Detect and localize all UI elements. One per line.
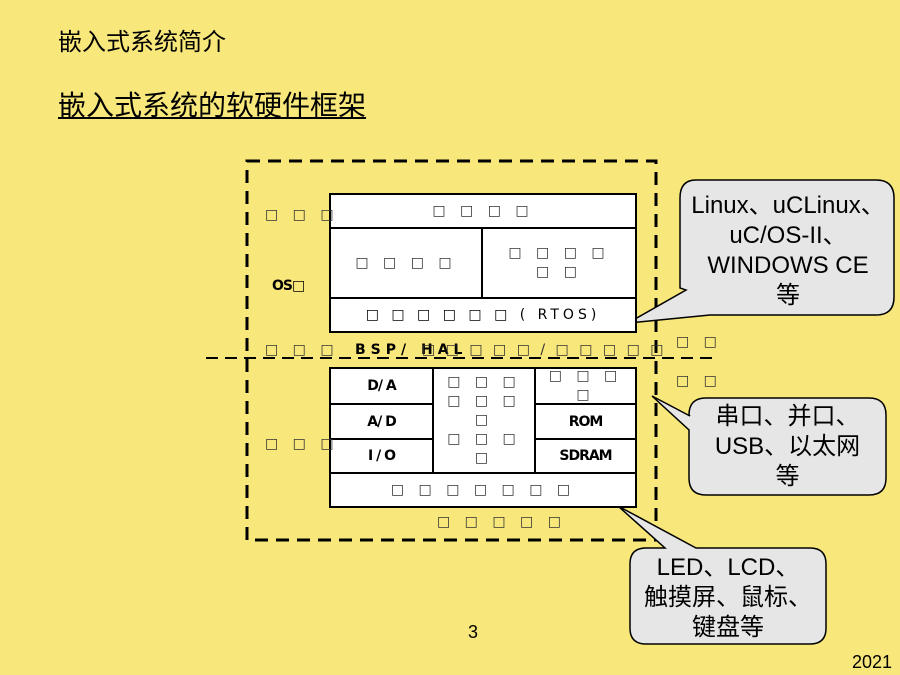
hw-right-top-label: □ □ □ □	[548, 368, 623, 403]
callout-peripherals-text: LED、LCD、 触摸屏、鼠标、 键盘等	[630, 553, 826, 643]
hw-ad-box: A/ D	[329, 403, 434, 440]
sw-rtos-box: □ □ □ □ □ □ ( RTOS)	[329, 297, 637, 333]
sw-mid-right-label-1: □ □ □ □	[508, 245, 610, 262]
sw-mid-left-label: □ □ □ □	[355, 254, 457, 271]
page-number: 3	[468, 622, 479, 642]
sw-mid-right-box: □ □ □ □ □ □	[481, 227, 637, 299]
software-side-label: □ □ □	[265, 207, 339, 223]
sw-rtos-label: □ □ □ □ □ □ ( RTOS)	[365, 307, 601, 323]
bottom-label: □ □ □ □ □	[437, 514, 566, 530]
hw-ad-label: A/ D	[367, 413, 396, 430]
hw-da-label: D/ A	[367, 378, 396, 394]
hw-sdram-box: SDRAM	[534, 438, 637, 474]
hw-center-label-2: □ □ □ □	[447, 393, 521, 429]
callout-interfaces-text: 串口、并口、 USB、以太网 等	[689, 402, 886, 492]
right-upper-label: □ □	[676, 334, 722, 350]
os-label: OS□	[272, 278, 305, 294]
callout-peripherals-line: 键盘等	[692, 614, 764, 641]
hw-center-label-3: □ □ □ □	[447, 430, 521, 466]
hw-io-box: I / O	[329, 438, 434, 474]
callout-interfaces-line: 等	[775, 463, 800, 490]
middle-bsp-label: BSP/ HAL	[355, 342, 468, 358]
callout-os-line: 等	[776, 282, 800, 309]
main-title: 嵌入式系统的软硬件框架	[58, 89, 367, 122]
year-label: 2021	[852, 652, 893, 672]
callout-interfaces-line: 串口、并口、	[715, 403, 860, 430]
callout-peripherals-shape	[617, 505, 827, 645]
section-title: 嵌入式系统简介	[58, 28, 226, 56]
middle-label-left: □ □ □	[265, 342, 339, 358]
hw-io-label: I / O	[368, 448, 396, 464]
hardware-side-label: □ □ □	[265, 436, 339, 452]
hw-da-box: D/ A	[329, 367, 434, 405]
hw-rom-box: ROM	[534, 403, 637, 440]
hw-bottom-label: □ □ □ □ □ □ □	[390, 481, 576, 498]
hw-sdram-label: SDRAM	[559, 448, 612, 464]
sw-mid-left-box: □ □ □ □	[329, 227, 483, 299]
sw-top-label: □ □ □ □	[432, 202, 534, 219]
callout-os-line: WINDOWS CE	[707, 252, 869, 279]
callout-peripherals-line: LED、LCD、	[656, 554, 800, 581]
callout-interfaces-shape	[651, 395, 887, 496]
outer-dashed-frame	[245, 159, 658, 542]
hw-rom-label: ROM	[568, 413, 604, 430]
right-lower-label: □ □	[676, 373, 722, 389]
hw-center-box: □ □ □ □ □ □ □ □ □ □ □	[432, 367, 536, 474]
callout-os-line: Linux、uCLinux、	[691, 192, 885, 219]
callout-os-line: uC/OS-II、	[729, 222, 847, 249]
callout-peripherals-line: 触摸屏、鼠标、	[644, 584, 812, 611]
hw-center-label-1: □ □ □	[447, 374, 521, 391]
sw-top-box: □ □ □ □	[329, 193, 637, 229]
hw-bottom-box: □ □ □ □ □ □ □	[329, 472, 637, 508]
callout-interfaces-line: USB、以太网	[714, 433, 861, 460]
sw-mid-right-label-2: □ □	[536, 264, 582, 280]
middle-tail-label: □ □ □ □ □ / □ □ □ □ □	[422, 342, 667, 358]
hw-right-top-box: □ □ □ □	[534, 367, 637, 405]
callout-os-text: Linux、uCLinux、 uC/OS-II、 WINDOWS CE 等	[682, 191, 894, 311]
callout-os-shape	[627, 179, 895, 324]
